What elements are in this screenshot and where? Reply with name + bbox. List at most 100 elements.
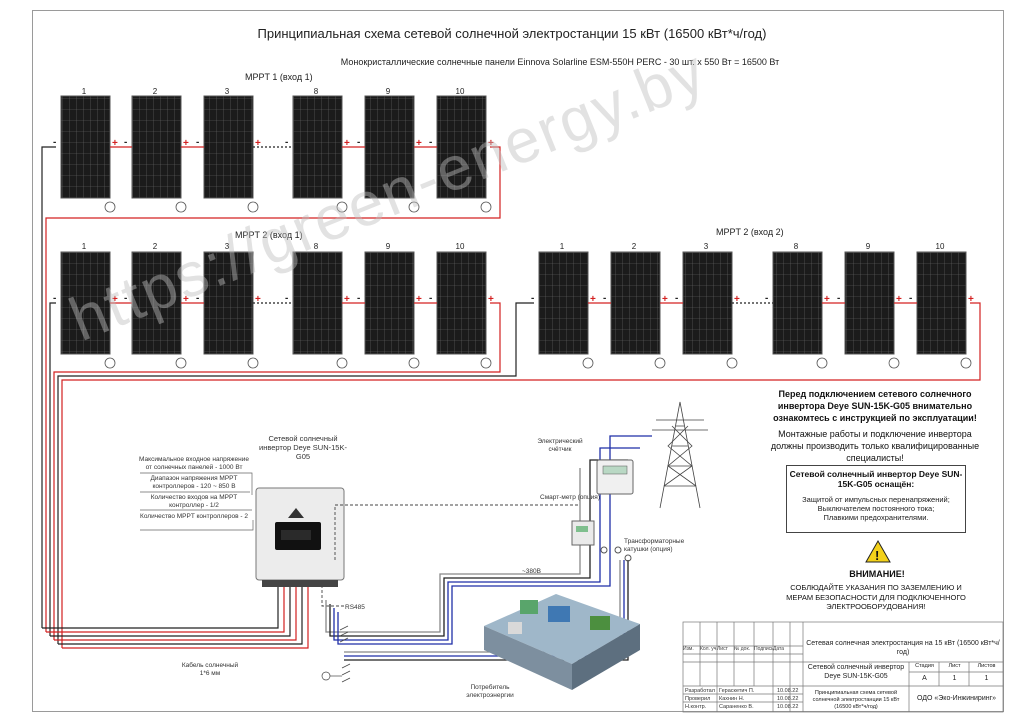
- inverter-spec: Количество MPPT контроллеров - 2: [140, 513, 248, 520]
- panel-number: 2: [152, 242, 158, 251]
- svg-text:+: +: [255, 138, 261, 149]
- svg-text:+: +: [896, 294, 902, 305]
- svg-text:+: +: [590, 294, 596, 305]
- svg-text:+: +: [112, 138, 118, 149]
- consumer-label: Потребитель электроэнергии: [466, 684, 514, 699]
- ground-symbols: [104, 201, 972, 369]
- voltage-label: ~380В: [522, 568, 541, 575]
- title-block-header-row: Изм. Кол. уч. Лист № док. Подпись Дата: [683, 646, 803, 654]
- solar-panel: [60, 251, 111, 355]
- svg-text:-: -: [357, 137, 360, 148]
- meter-label: Электрический счётчик: [537, 438, 583, 453]
- panel-number: 10: [455, 242, 465, 251]
- solar-panel: [610, 251, 661, 355]
- panel-number: 9: [865, 242, 871, 251]
- panel-row-2: [60, 251, 487, 355]
- svg-text:+: +: [488, 138, 494, 149]
- col-header: Подпись: [754, 646, 773, 652]
- power-tower-graphic: [652, 401, 708, 509]
- panel-number: 1: [559, 242, 565, 251]
- svg-text:-: -: [285, 137, 288, 148]
- svg-text:-: -: [53, 137, 56, 148]
- smart-meter-graphic: [571, 520, 595, 546]
- panel-number: 1: [81, 242, 87, 251]
- equipped-title: Сетевой солнечный инвертор Deye SUN-15K-…: [789, 469, 963, 489]
- stamp-sheet: 1: [952, 675, 957, 682]
- transformer-coils: [600, 546, 632, 562]
- inverter-spec: Количество входов на MPPT контроллер - 1…: [150, 494, 238, 509]
- svg-text:-: -: [765, 293, 768, 304]
- svg-text:+: +: [344, 138, 350, 149]
- svg-text:+: +: [488, 294, 494, 305]
- panel-number: 10: [935, 242, 945, 251]
- install-note: Монтажные работы и подключение инвертора…: [770, 429, 980, 463]
- inverter-graphic: [255, 487, 345, 587]
- string-label-3: MPPT 2 (вход 2): [716, 227, 784, 237]
- equipped-item: Выключателем постоянного тока;: [817, 504, 935, 513]
- svg-text:+: +: [416, 138, 422, 149]
- equipped-item: Защитой от импульсных перенапряжений;: [802, 495, 950, 504]
- signature-row: Разработал Гераскетич П. 10.08.22: [685, 688, 799, 694]
- solar-panel: [538, 251, 589, 355]
- inverter-title: Сетевой солнечный инвертор Deye SUN-15K-…: [259, 434, 347, 461]
- solar-panel: [292, 251, 343, 355]
- polarity-signs: -+ -+ -+ -+ -+ -+ -+ -+ -+ -+ -+ -+ -+ -…: [53, 137, 974, 305]
- title-block-grid: [682, 621, 1004, 713]
- svg-text:-: -: [285, 293, 288, 304]
- switch-symbols: [321, 625, 351, 683]
- solar-panel: [203, 95, 254, 199]
- string-label-2: MPPT 2 (вход 1): [235, 230, 303, 240]
- stamp-sheets: 1: [984, 675, 989, 682]
- solar-panel: [436, 251, 487, 355]
- smart-meter-label: Смарт-метр (опция): [540, 494, 600, 501]
- solar-panel: [60, 95, 111, 199]
- panel-number: 8: [313, 87, 319, 96]
- stamp-description: Принципиальная схема сетевой солнечной э…: [812, 690, 900, 710]
- solar-panel: [364, 251, 415, 355]
- warning-instructions: Перед подключением сетевого солнечного и…: [773, 389, 977, 423]
- signatures: Разработал Гераскетич П. 10.08.22 Провер…: [685, 687, 798, 711]
- col-header: № док.: [734, 646, 751, 652]
- col-header: Изм.: [683, 646, 694, 652]
- inverter-spec: Диапазон напряжения MPPT контроллеров - …: [150, 475, 238, 490]
- stamp-inverter: Сетевой солнечный инвертор Deye SUN-15K-…: [807, 664, 905, 680]
- panel-number: 10: [455, 87, 465, 96]
- equipped-item: Плавкими предохранителями.: [823, 513, 929, 522]
- panel-number: 9: [385, 87, 391, 96]
- svg-text:+: +: [824, 294, 830, 305]
- panel-row-1: [60, 95, 487, 199]
- svg-text:-: -: [357, 293, 360, 304]
- panel-number: 1: [81, 87, 87, 96]
- attention-label: ВНИМАНИЕ!: [849, 569, 905, 579]
- svg-text:+: +: [734, 294, 740, 305]
- svg-text:+: +: [662, 294, 668, 305]
- stamp-project: Сетевая солнечная электростанция на 15 к…: [806, 640, 1000, 656]
- signature-row: Н.контр. Сараненко В. 10.08.22: [685, 704, 799, 710]
- stamp-sheets-header: Листов: [977, 663, 996, 669]
- svg-text:-: -: [675, 293, 678, 304]
- inverter-spec: Максимальное входное напряжение от солне…: [139, 456, 249, 471]
- stamp-stage-header: Стадия: [915, 663, 934, 669]
- solar-panel: [364, 95, 415, 199]
- panel-number: 3: [224, 242, 230, 251]
- cable-label: Кабель солнечный 1*6 мм: [181, 662, 239, 677]
- panel-number: 8: [313, 242, 319, 251]
- svg-text:+: +: [183, 138, 189, 149]
- transformers-label: Трансформаторные катушки (опция): [624, 538, 685, 553]
- string-label-1: MPPT 1 (вход 1): [245, 72, 313, 82]
- solar-panel: [292, 95, 343, 199]
- signature-row: Проверил Кахнин Н. 10.08.22: [685, 696, 799, 702]
- solar-panel: [436, 95, 487, 199]
- solar-panel: [916, 251, 967, 355]
- svg-text:-: -: [909, 293, 912, 304]
- consumer-building-graphic: [484, 594, 640, 690]
- diagram-subtitle: Монокристаллические солнечные панели Ein…: [340, 57, 780, 67]
- svg-text:!: !: [875, 548, 879, 563]
- equipped-box: Сетевой солнечный инвертор Deye SUN-15K-…: [786, 465, 966, 533]
- svg-text:+: +: [968, 294, 974, 305]
- warning-triangle-graphic: !: [865, 539, 891, 563]
- svg-text:+: +: [112, 294, 118, 305]
- svg-text:+: +: [416, 294, 422, 305]
- panel-number: 3: [703, 242, 709, 251]
